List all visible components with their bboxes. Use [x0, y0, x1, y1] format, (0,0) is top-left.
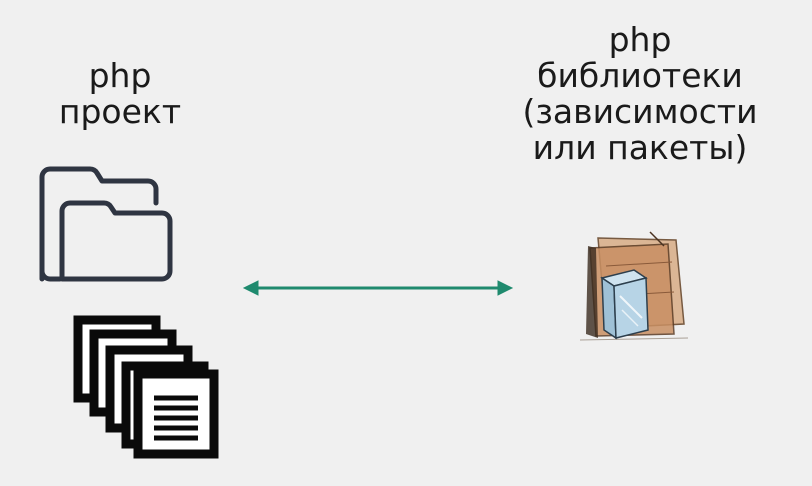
project-label-line-2: проект [58, 92, 182, 131]
package-sketch-icon [579, 231, 689, 341]
libraries-label: php библиотеки (зависимости или пакеты) [505, 22, 775, 166]
libraries-label-line-2: библиотеки [537, 56, 743, 95]
bidirectional-arrow [242, 280, 514, 296]
libraries-label-line-4: или пакеты) [532, 128, 748, 167]
project-label-line-1: php [88, 56, 152, 95]
libraries-label-line-3: (зависимости [522, 92, 758, 131]
files-stack-icon [73, 315, 219, 459]
libraries-label-line-1: php [608, 20, 672, 59]
project-label: php проект [40, 58, 200, 130]
folder-icon [39, 166, 173, 282]
